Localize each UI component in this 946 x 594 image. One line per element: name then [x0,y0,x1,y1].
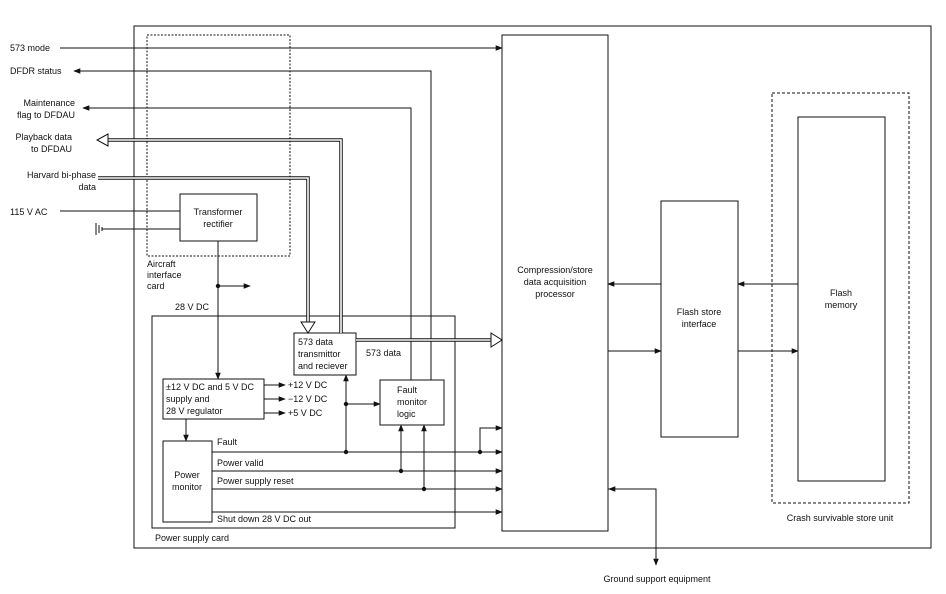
dfdr-status-label: DFDR status [10,66,62,76]
playback-label: Playback data [15,132,72,142]
playback-label-2: to DFDAU [31,144,72,154]
power-monitor-label-1: Power [174,470,200,480]
harvard-data-arrowhead [300,321,316,334]
maintenance-flag-line [82,105,412,380]
processor-label-1: Compression/store [517,265,593,275]
harvard-label-2: data [78,182,96,192]
fault-logic-label-3: logic [397,409,416,419]
unit-outline [133,25,932,549]
crash-unit-label: Crash survivable store unit [787,513,894,523]
fault-feedback-line [479,425,503,452]
transmitter-block [293,332,357,376]
transmitter-label-3: and reciever [298,361,348,371]
maintenance-label-2: flag to DFDAU [17,110,75,120]
aircraft-card-label-2: interface [147,270,182,280]
dc28-label: 28 V DC [175,302,210,312]
processor-label-2: data acquisition [524,277,587,287]
supply-label-2: supply and [166,394,210,404]
transmitter-label-2: transmittor [298,349,341,359]
flash-memory-label-2: memory [825,300,858,310]
flash-interface-label-2: interface [682,319,717,329]
playback-data-arrowhead [95,133,109,147]
fault-signal-label: Fault [217,437,238,447]
transformer-label-2: rectifier [203,219,233,229]
supply-label-3: 28 V regulator [166,406,223,416]
harvard-label: Harvard bi-phase [27,170,96,180]
processor-label-3: processor [535,289,575,299]
ac-115-label: 115 V AC [10,207,48,217]
data-573-arrowhead [490,332,503,348]
processor-block [501,34,609,532]
rail-minus12-label: −12 V DC [288,394,328,404]
dfdr-status-line [73,68,432,380]
crash-unit-outline [771,92,910,504]
fault-logic-label-2: monitor [397,397,427,407]
aircraft-card-label-3: card [147,281,165,291]
transmitter-label-1: 573 data [298,337,333,347]
ground-symbol-icon [95,223,103,235]
supply-label-1: ±12 V DC and 5 V DC [166,382,254,392]
flash-memory-block [797,116,886,482]
transformer-rectifier-block [179,193,258,242]
power-supply-reset-label: Power supply reset [217,476,294,486]
ground-support-label: Ground support equipment [603,574,711,584]
shutdown-label: Shut down 28 V DC out [217,514,312,524]
data-573-label: 573 data [366,348,401,358]
flash-interface-block [660,200,739,438]
maintenance-label: Maintenance [23,98,75,108]
flash-memory-label-1: Flash [830,288,852,298]
power-supply-card-outline [151,315,456,529]
power-monitor-label-2: monitor [172,482,202,492]
fault-logic-label-1: Fault [397,385,418,395]
power-supply-card-label: Power supply card [155,533,229,543]
rail-plus12-label: +12 V DC [288,380,328,390]
mode-573-label: 573 mode [10,43,50,53]
power-valid-label: Power valid [217,458,264,468]
transformer-label-1: Transformer [194,207,243,217]
rail-plus5-label: +5 V DC [288,408,323,418]
power-monitor-block [162,440,213,523]
aircraft-card-label-1: Aircraft [147,259,176,269]
flash-interface-label-1: Flash store [677,307,722,317]
ground-support-line [608,488,659,566]
